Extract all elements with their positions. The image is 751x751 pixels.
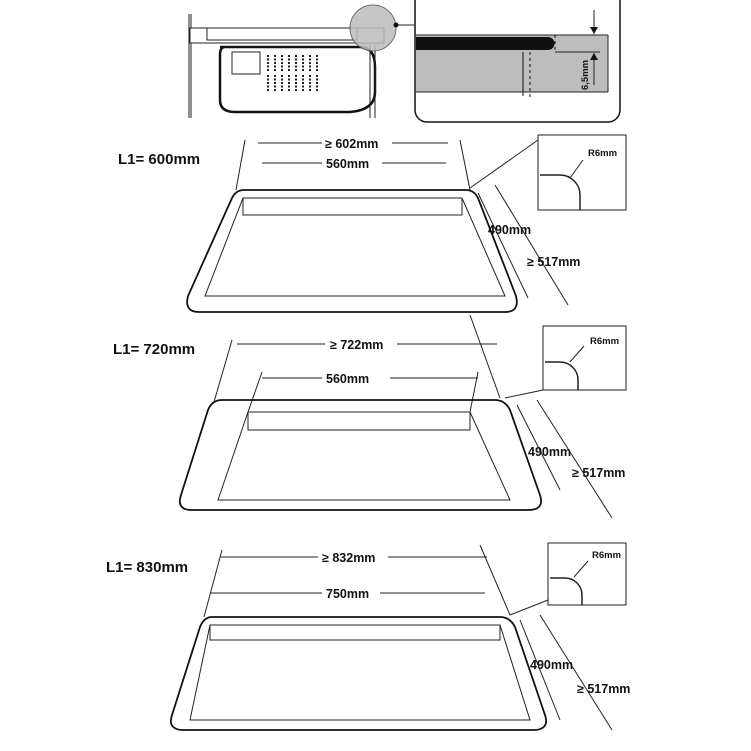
vent-slots: [267, 55, 318, 92]
depth-label: 490mm: [488, 223, 531, 237]
outer-depth-label: ≥ 517mm: [572, 466, 625, 480]
detail-magnifier: [349, 4, 397, 52]
outer-width-label: ≥ 832mm: [322, 551, 375, 565]
depth-label: 490mm: [528, 445, 571, 459]
outer-cutout-outline: [186, 189, 518, 313]
hob-glass: [206, 27, 358, 41]
radius-inset: [542, 325, 627, 391]
radius-label: R6mm: [588, 148, 617, 159]
inner-width-label: 560mm: [326, 372, 369, 386]
hob-cross-section: [188, 4, 414, 118]
inner-cutout: [189, 624, 531, 721]
outer-cutout-outline: [169, 616, 548, 731]
outer-cutout-outline: [178, 399, 543, 511]
cutout-variant-600: L1= 600mm ≥ 602mm 560mm 490mm ≥ 517mm R6…: [118, 134, 627, 313]
outer-depth-label: ≥ 517mm: [527, 255, 580, 269]
outer-depth-label: ≥ 517mm: [577, 682, 630, 696]
cutout-variant-720: L1= 720mm ≥ 722mm 560mm 490mm ≥ 517mm R6…: [113, 314, 627, 519]
variant-title: L1= 600mm: [118, 151, 200, 168]
outer-width-label: ≥ 602mm: [325, 137, 378, 151]
radius-label: R6mm: [592, 550, 621, 561]
variant-title: L1= 830mm: [106, 559, 188, 576]
radius-inset: [537, 134, 627, 211]
glass-edge: [416, 37, 555, 50]
inner-cutout: [204, 197, 506, 297]
inner-width-label: 750mm: [326, 587, 369, 601]
outer-width-label: ≥ 722mm: [330, 338, 383, 352]
inner-width-label: 560mm: [326, 157, 369, 171]
cutout-variant-830: L1= 830mm ≥ 832mm 750mm 490mm ≥ 517mm R6…: [106, 542, 630, 731]
inner-cutout: [217, 411, 511, 501]
edge-detail-inset: 6,5mm: [414, 0, 621, 123]
variant-title: L1= 720mm: [113, 341, 195, 358]
radius-inset: [547, 542, 627, 606]
depth-label: 490mm: [530, 658, 573, 672]
gap-dimension-label: 6,5mm: [580, 60, 591, 90]
radius-label: R6mm: [590, 336, 619, 347]
